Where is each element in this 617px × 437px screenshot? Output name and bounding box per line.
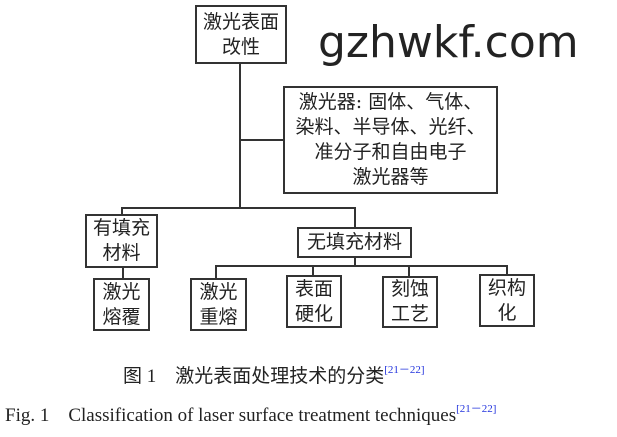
caption-en-ref: [21－22] (456, 403, 497, 415)
branch-lasers (239, 139, 284, 141)
node-lasers: 激光器: 固体、气体、 染料、半导体、光纤、 准分子和自由电子 激光器等 (283, 86, 498, 194)
line-hardening (312, 265, 314, 276)
trunk-line (239, 63, 241, 209)
line-cladding (122, 267, 124, 279)
node-texturing: 织构 化 (479, 274, 535, 327)
caption-cn-text: 图 1 激光表面处理技术的分类 (123, 366, 385, 387)
line-unfilled (354, 207, 356, 228)
line-etching (408, 265, 410, 277)
caption-en: Fig. 1 Classification of laser surface t… (5, 400, 496, 427)
watermark: gzhwkf.com (318, 17, 579, 68)
caption-cn: 图 1 激光表面处理技术的分类[21－22] (123, 361, 425, 388)
split-line (121, 207, 356, 209)
node-hardening: 表面 硬化 (286, 275, 342, 328)
node-etching: 刻蚀 工艺 (382, 276, 438, 328)
node-cladding: 激光 熔覆 (93, 278, 150, 331)
node-root: 激光表面 改性 (195, 5, 287, 64)
node-unfilled: 无填充材料 (297, 227, 412, 258)
line-texturing (506, 265, 508, 275)
node-filled: 有填充 材料 (85, 214, 158, 268)
line-unfilled-down (354, 256, 356, 267)
caption-en-text: Fig. 1 Classification of laser surface t… (5, 405, 457, 426)
split-line-2 (215, 265, 508, 267)
node-remelting: 激光 重熔 (190, 278, 247, 331)
caption-cn-ref: [21－22] (384, 364, 425, 376)
line-filled (121, 207, 123, 216)
line-remelting (215, 265, 217, 279)
